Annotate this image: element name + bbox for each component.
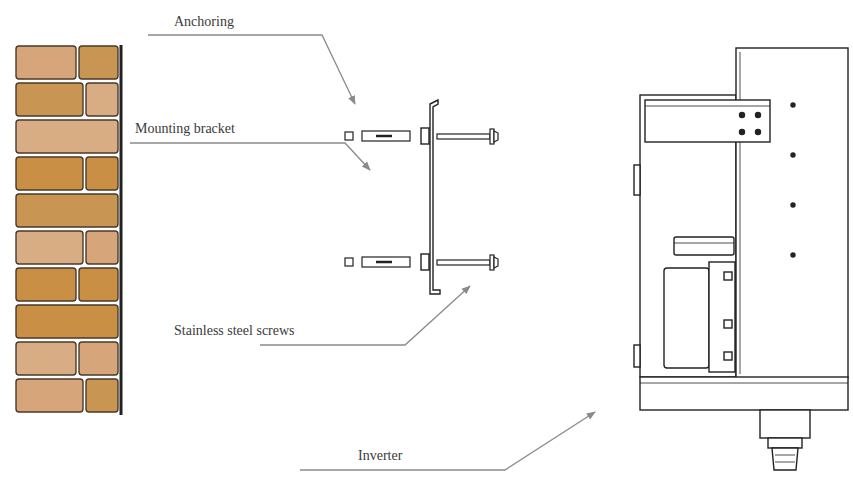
stainless-steel-screws bbox=[437, 129, 498, 270]
terminal-block bbox=[674, 237, 734, 255]
junction-box bbox=[664, 268, 709, 368]
screw-head bbox=[494, 257, 498, 268]
side-handle bbox=[634, 345, 640, 367]
leader-line bbox=[130, 143, 370, 170]
brick bbox=[86, 379, 118, 412]
inverter bbox=[634, 48, 848, 470]
leader-line bbox=[300, 412, 595, 470]
brick bbox=[86, 83, 118, 116]
brick bbox=[16, 83, 83, 116]
brick bbox=[16, 157, 83, 190]
brick bbox=[86, 231, 118, 264]
anchor-body bbox=[362, 131, 410, 141]
junction-cover bbox=[709, 262, 735, 372]
leader-lines bbox=[130, 35, 595, 470]
inverter-main-body bbox=[736, 48, 848, 378]
brick bbox=[86, 157, 118, 190]
anchor-body bbox=[362, 257, 410, 267]
anchors bbox=[345, 131, 410, 267]
screw-shaft bbox=[437, 260, 490, 265]
brick-wall bbox=[16, 45, 121, 415]
brick bbox=[16, 194, 118, 227]
part-label: Inverter bbox=[357, 448, 403, 463]
anchor-slot bbox=[376, 135, 392, 138]
cable-gland bbox=[768, 438, 802, 448]
anchor-slot bbox=[376, 261, 392, 264]
part-label: Mounting bracket bbox=[134, 121, 236, 136]
part-label: Stainless steel screws bbox=[173, 323, 296, 338]
brick bbox=[79, 342, 118, 375]
leader-line bbox=[148, 35, 355, 104]
cable-gland bbox=[772, 448, 798, 470]
screw-shaft bbox=[437, 134, 490, 139]
brick bbox=[79, 46, 118, 79]
inverter-base bbox=[640, 377, 848, 410]
cable-entry bbox=[760, 410, 810, 438]
brick bbox=[16, 46, 76, 79]
brick bbox=[16, 305, 118, 338]
part-label: Anchoring bbox=[173, 14, 235, 29]
brick bbox=[16, 231, 83, 264]
anchor-plug bbox=[345, 132, 353, 140]
anchor-plug bbox=[345, 258, 353, 266]
wall-edge bbox=[120, 45, 123, 415]
hanger-plate bbox=[645, 100, 770, 142]
brick bbox=[79, 268, 118, 301]
brick bbox=[16, 379, 83, 412]
side-handle bbox=[634, 165, 640, 195]
brick bbox=[16, 120, 118, 153]
brick bbox=[16, 342, 76, 375]
brick bbox=[16, 268, 76, 301]
screw-head bbox=[494, 131, 498, 142]
